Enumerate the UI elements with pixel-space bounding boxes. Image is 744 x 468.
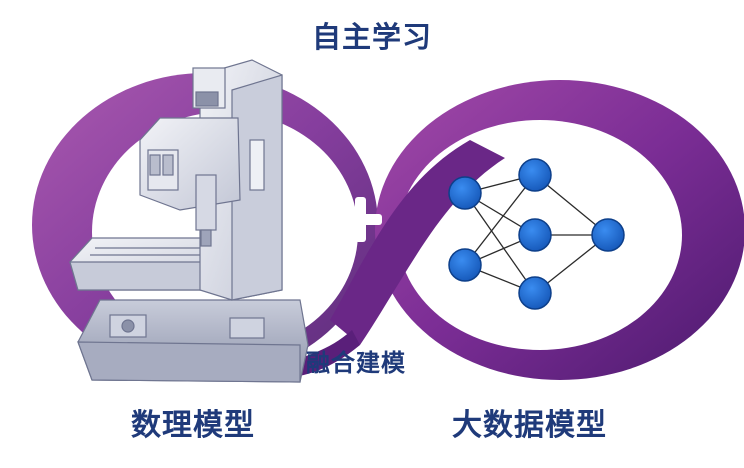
network-node — [448, 248, 482, 282]
network-node — [518, 158, 552, 192]
math-model-label: 数理模型 — [131, 408, 255, 443]
big-data-model-label: 大数据模型 — [452, 408, 607, 443]
network-node — [518, 218, 552, 252]
fusion-modeling-label: 融合建模 — [306, 349, 406, 377]
network-node — [591, 218, 625, 252]
neural-network-icon — [448, 158, 625, 310]
self-learning-label: 自主学习 — [312, 20, 433, 54]
cnc-machine-icon — [69, 59, 309, 383]
plus-icon — [338, 197, 382, 242]
network-node — [448, 176, 482, 210]
network-node — [518, 276, 552, 310]
